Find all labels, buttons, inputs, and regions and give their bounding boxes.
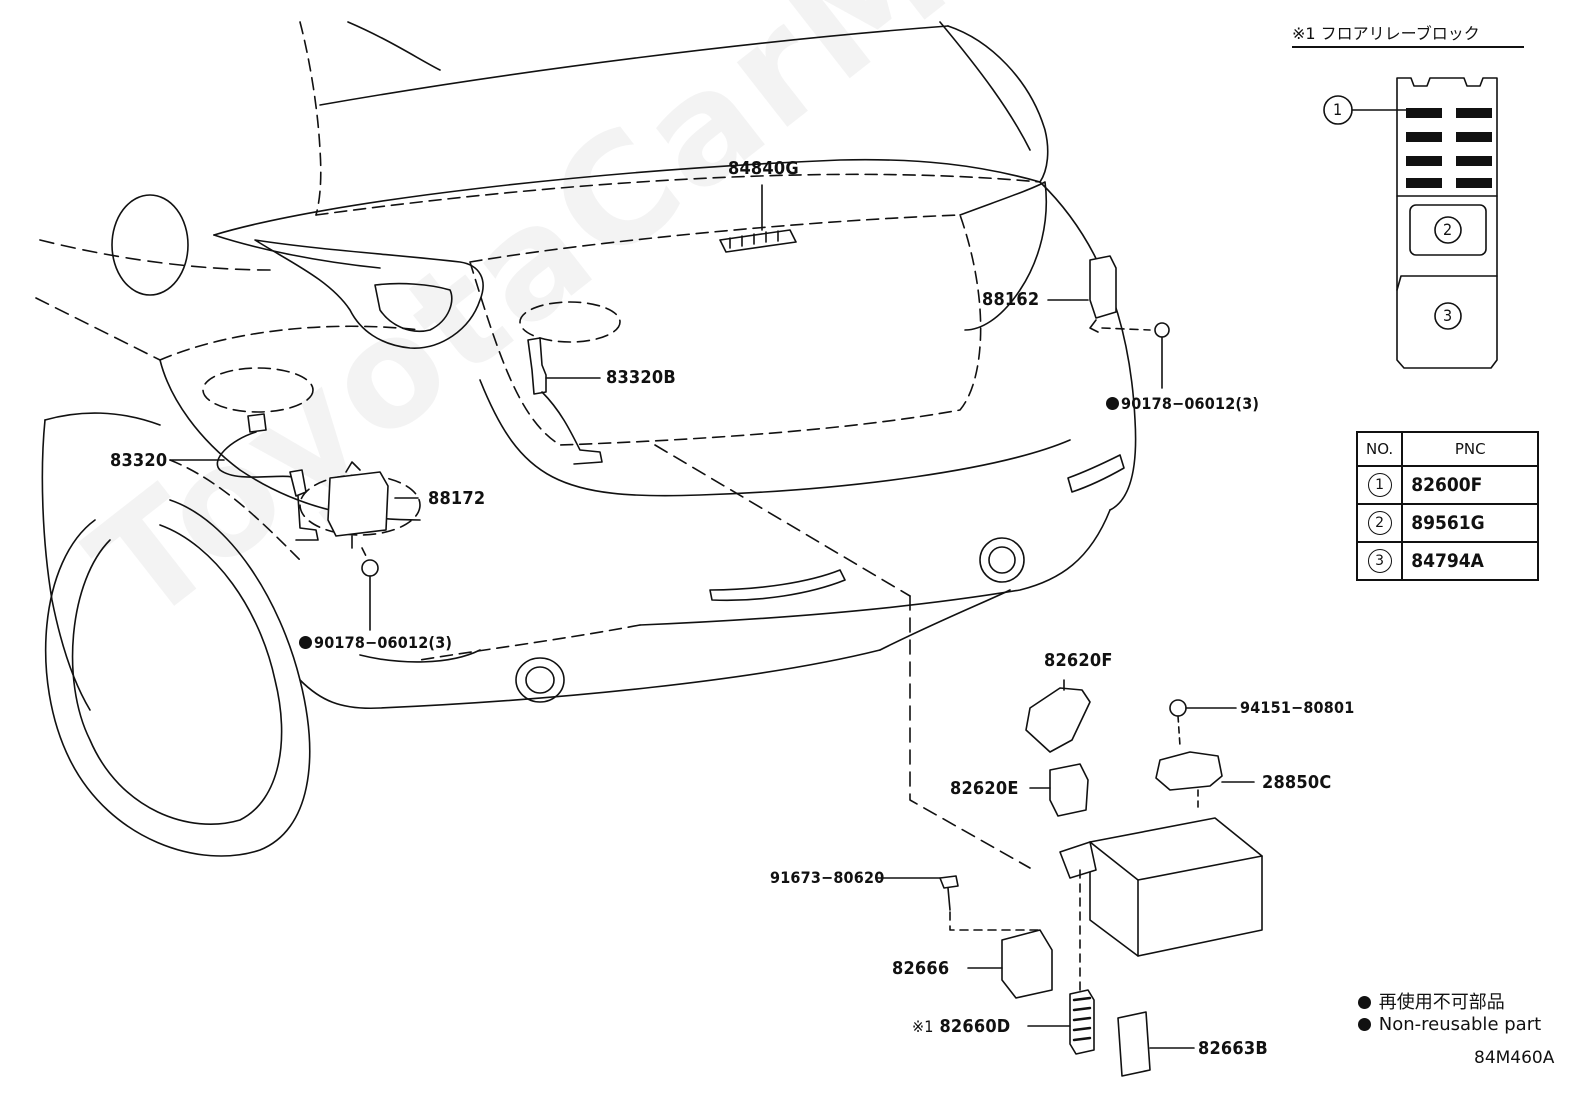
exhaust-left [515,657,565,703]
part-88172 [327,471,389,537]
relay-ref-mark: ※1 [912,1017,934,1036]
part-88162 [1089,255,1117,319]
part-83320 [247,413,267,433]
label-82620F: 82620F [1044,650,1113,671]
part-82620E [1049,763,1089,817]
row-number: 2 [1367,511,1392,535]
row-pnc: 89561G [1401,503,1540,543]
rear-wheel [44,499,311,857]
legend-jp: 再使用不可部品 [1358,988,1505,1014]
fuel-cap [111,194,189,296]
relay-marker-1: 1 [1333,100,1343,119]
part-82620F [1025,687,1091,753]
table-row: 3 84794A [1355,541,1540,581]
label-82620E: 82620E [950,778,1019,799]
row-number: 1 [1367,473,1392,497]
row-number: 3 [1367,549,1392,573]
label-84840G: 84840G [728,158,799,179]
part-28850C [1155,751,1223,791]
label-90178-left: 90178−06012(3) [299,635,452,651]
non-reusable-dot-icon [1358,996,1371,1009]
non-reusable-dot-icon [1106,397,1119,410]
legend-en: Non-reusable part [1358,1014,1541,1035]
label-94151: 94151−80801 [1240,698,1355,717]
label-28850C: 28850C [1262,772,1332,793]
label-90178-right: 90178−06012(3) [1106,396,1259,412]
label-91673: 91673−80620 [770,868,885,887]
table-header: NO. PNC [1355,431,1540,467]
table-row: 1 82600F [1355,465,1540,505]
relay-marker-3: 3 [1443,306,1453,325]
header-no: NO. [1355,431,1404,467]
label-88172: 88172 [428,488,486,509]
exhaust-right [979,537,1025,583]
label-82660D: ※1 82660D [912,1016,1011,1037]
part-82663B [1117,1011,1151,1077]
table-row: 2 89561G [1355,503,1540,543]
label-82663B: 82663B [1198,1038,1268,1059]
row-pnc: 84794A [1401,541,1540,581]
label-83320: 83320 [110,450,168,471]
row-pnc: 82600F [1401,465,1540,505]
label-88162: 88162 [982,289,1040,310]
pnc-table: NO. PNC 1 82600F 2 89561G 3 84794A [1355,431,1540,581]
non-reusable-dot-icon [1358,1018,1371,1031]
label-83320B: 83320B [606,367,676,388]
part-83320B [527,337,547,395]
part-84840G [719,229,797,253]
label-82666: 82666 [892,958,950,979]
diagram-code: 84M460A [1474,1048,1555,1068]
battery [1089,817,1263,957]
relay-block-title: ※1 フロアリレーブロック [1292,20,1524,48]
non-reusable-dot-icon [299,636,312,649]
relay-marker-2: 2 [1443,220,1453,239]
part-82666 [1001,929,1053,999]
roof-line [299,21,322,216]
header-pnc: PNC [1401,431,1540,467]
